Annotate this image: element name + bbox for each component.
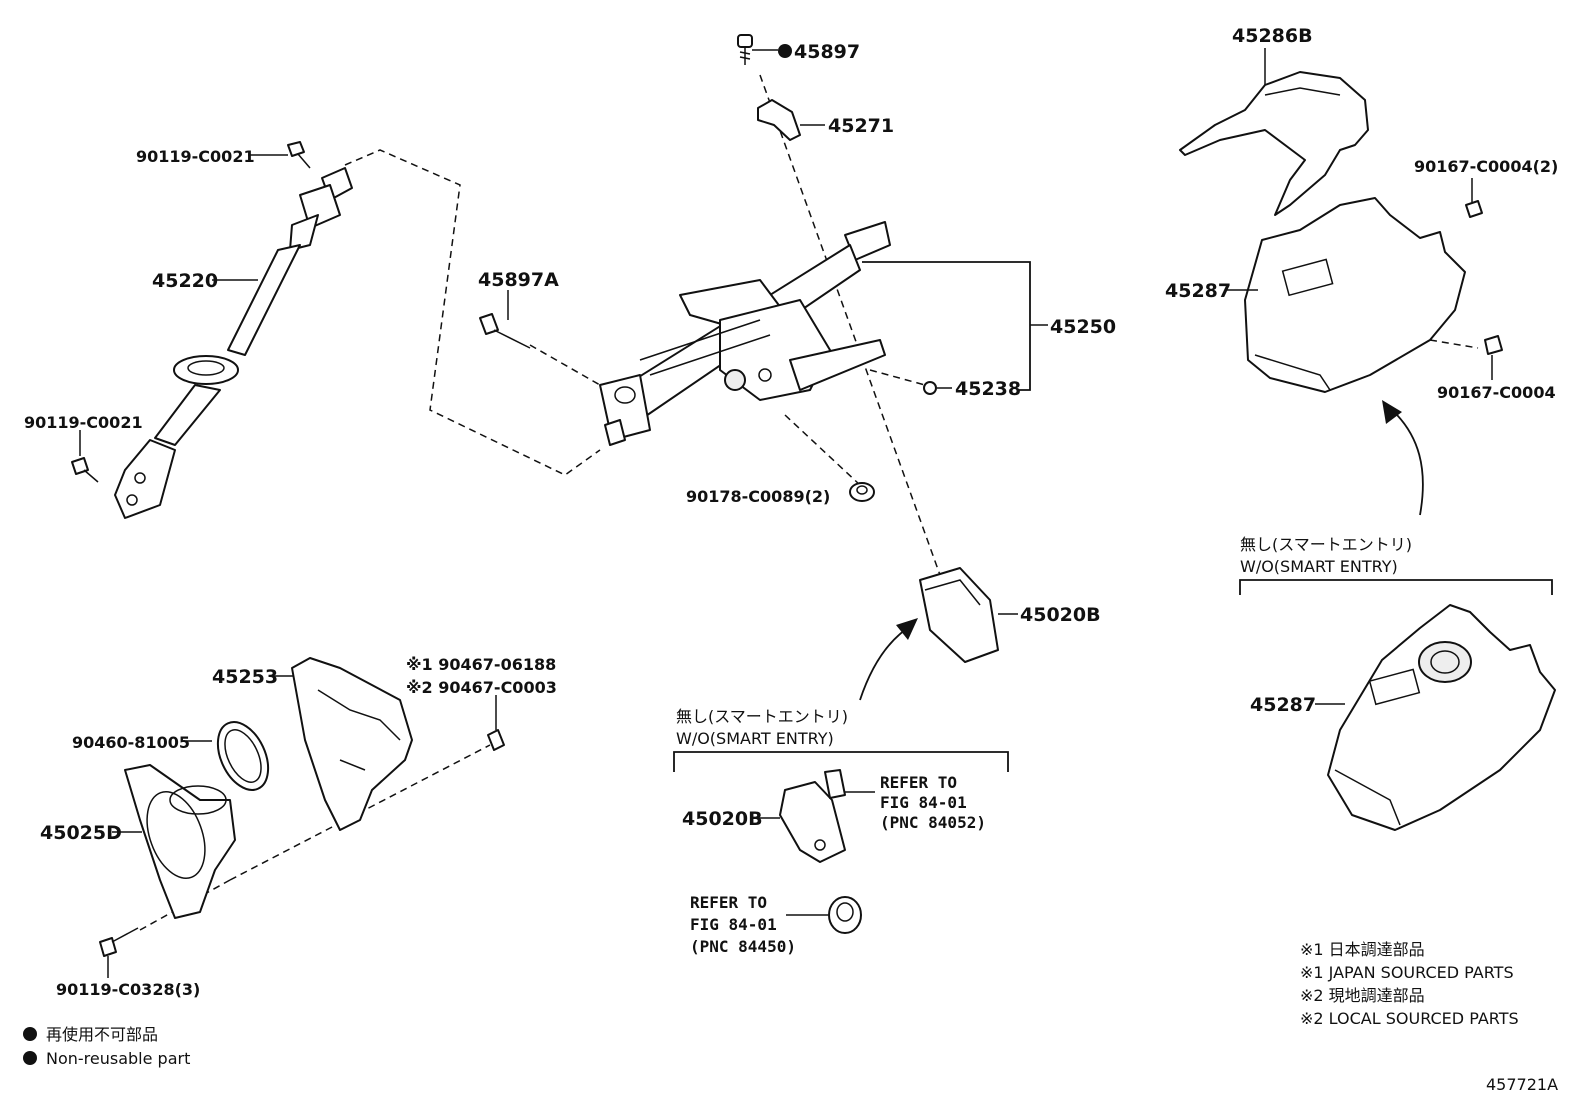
note-2-jp: ※2 現地調達部品 <box>1300 986 1425 1005</box>
part-90467-clip[interactable] <box>487 695 505 751</box>
label-90178: 90178-C0089(2) <box>686 487 830 506</box>
ref-84450-line1: REFER TO <box>690 893 767 912</box>
label-90167: 90167-C0004 <box>1437 383 1556 402</box>
label-90119-top: 90119-C0021 <box>136 147 255 166</box>
part-45287-lower-cover-top[interactable] <box>1226 197 1466 393</box>
label-90467-2: ※2 90467-C0003 <box>406 678 557 697</box>
label-45020b-bot: 45020B <box>682 808 763 830</box>
ref-84052-line2: FIG 84-01 <box>880 793 967 812</box>
label-45287-top: 45287 <box>1165 280 1231 302</box>
part-45287-lower-cover-bottom[interactable] <box>1315 604 1556 831</box>
note-2-en: ※2 LOCAL SOURCED PARTS <box>1300 1009 1519 1028</box>
diagram-id: 457721A <box>1486 1075 1558 1094</box>
arrow-curved-right <box>1389 407 1424 516</box>
part-45020b-lock-top[interactable] <box>919 567 1018 663</box>
label-90119-bot: 90119-C0328(3) <box>56 980 200 999</box>
label-45286b: 45286B <box>1232 25 1313 47</box>
label-45025d: 45025D <box>40 822 122 844</box>
legend-bullet-icon-2 <box>23 1051 37 1065</box>
ref-84450-line2: FIG 84-01 <box>690 915 777 934</box>
label-45271: 45271 <box>828 115 894 137</box>
part-90167-c0004-2-bolt[interactable] <box>1465 178 1483 218</box>
legend-non-reusable-jp: 再使用不可部品 <box>46 1025 158 1044</box>
label-45253: 45253 <box>212 666 278 688</box>
label-90460: 90460-81005 <box>72 733 190 752</box>
variant-center-jp: 無し(スマートエントリ) <box>676 707 848 726</box>
part-45025d-seal[interactable] <box>112 764 236 919</box>
ref-84450-line3: (PNC 84450) <box>690 937 796 956</box>
variant-right-jp: 無し(スマートエントリ) <box>1240 535 1412 554</box>
legend-non-reusable-en: Non-reusable part <box>46 1049 190 1068</box>
part-ref-84052[interactable] <box>824 769 875 799</box>
part-45253-column-cover[interactable] <box>270 657 413 831</box>
part-90460-81005-ring[interactable] <box>186 714 278 798</box>
label-45238: 45238 <box>955 378 1021 400</box>
ref-84052-line1: REFER TO <box>880 773 957 792</box>
ref-84052-line3: (PNC 84052) <box>880 813 986 832</box>
label-45897: 45897 <box>794 41 860 63</box>
note-1-jp: ※1 日本調達部品 <box>1300 940 1425 959</box>
part-90167-c0004-bolt[interactable] <box>1484 335 1503 380</box>
label-90167-2: 90167-C0004(2) <box>1414 157 1558 176</box>
label-45287-bot: 45287 <box>1250 694 1316 716</box>
part-90178-c0089-nut[interactable] <box>849 482 875 502</box>
part-45897a-bolt[interactable] <box>479 290 531 349</box>
part-90119-c0328-bolt[interactable] <box>99 927 139 978</box>
label-45897a: 45897A <box>478 269 559 291</box>
label-45250: 45250 <box>1050 316 1116 338</box>
part-45271-clip[interactable] <box>757 99 825 141</box>
variant-center-en: W/O(SMART ENTRY) <box>676 729 834 748</box>
part-45286b-upper-cover[interactable] <box>1179 48 1369 216</box>
non-reusable-mark-icon <box>778 44 792 58</box>
variant-right-en: W/O(SMART ENTRY) <box>1240 557 1398 576</box>
label-90119-mid: 90119-C0021 <box>24 413 143 432</box>
note-1-en: ※1 JAPAN SOURCED PARTS <box>1300 963 1514 982</box>
part-45220-intermediate-shaft[interactable] <box>114 167 353 519</box>
legend-bullet-icon-1 <box>23 1027 37 1041</box>
part-90119-c0021-bolt-mid[interactable] <box>71 430 99 483</box>
part-45020b-lock-bottom[interactable] <box>752 781 846 863</box>
part-45250-steering-column[interactable] <box>599 221 891 446</box>
arrow-curved-center <box>859 629 906 701</box>
label-90467-1: ※1 90467-06188 <box>406 655 556 674</box>
part-45238[interactable] <box>923 381 952 395</box>
part-45897-bolt[interactable] <box>737 34 778 65</box>
label-45220: 45220 <box>152 270 218 292</box>
part-90119-c0021-bolt-top[interactable] <box>248 141 311 169</box>
label-45020b-top: 45020B <box>1020 604 1101 626</box>
part-ref-84450[interactable] <box>786 896 862 934</box>
arrow-head-center-icon <box>896 618 918 640</box>
arrow-head-right-icon <box>1382 400 1402 424</box>
